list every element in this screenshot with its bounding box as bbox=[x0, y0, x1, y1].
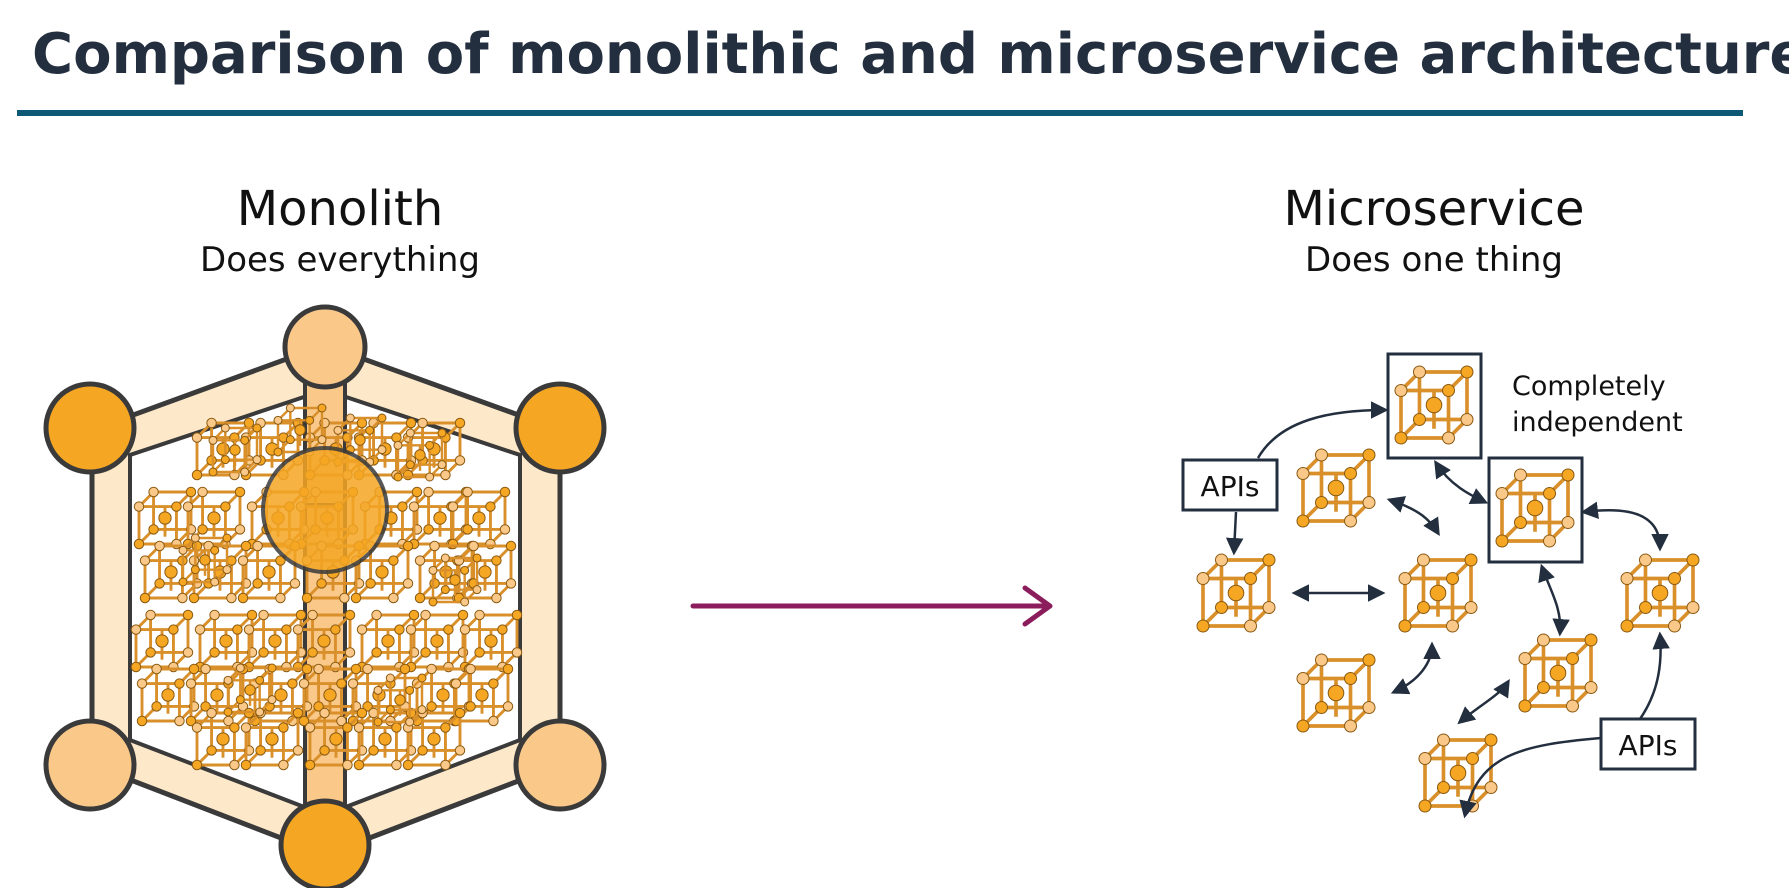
monolith-heading-block: Monolith Does everything bbox=[140, 180, 540, 282]
microservice-heading: Microservice bbox=[1283, 181, 1585, 237]
api-box-top: APIs bbox=[1181, 458, 1279, 512]
connector-arrow bbox=[1457, 679, 1510, 725]
monolith-corner-nodes bbox=[43, 304, 607, 888]
connector-arrow bbox=[1256, 401, 1389, 459]
monolith-subheading: Does everything bbox=[200, 240, 480, 280]
microservice-subheading: Does one thing bbox=[1305, 240, 1563, 280]
microservice-cube bbox=[1495, 468, 1575, 548]
microservice-heading-block: Microservice Does one thing bbox=[1234, 180, 1634, 282]
monolith-lattice-cube bbox=[428, 553, 482, 607]
monolith-corner-node bbox=[43, 381, 137, 475]
microservice-cube bbox=[1620, 553, 1700, 633]
microservice-illustration: APIs APIs Completely independent bbox=[1181, 352, 1700, 819]
monolith-corner-node bbox=[513, 381, 607, 475]
microservice-cube bbox=[1394, 365, 1474, 445]
monolith-lattice bbox=[130, 403, 523, 771]
monolith-lattice-cube bbox=[373, 673, 427, 727]
connector-arrow bbox=[1538, 563, 1570, 637]
api-box-bottom: APIs bbox=[1599, 717, 1697, 771]
connector-arrow bbox=[1390, 641, 1441, 695]
independence-note-line2: independent bbox=[1512, 407, 1683, 438]
monolith-lattice-cube bbox=[223, 663, 277, 717]
monolith-corner-node bbox=[513, 718, 607, 812]
microservice-cube bbox=[1398, 553, 1478, 633]
monolith-illustration bbox=[43, 304, 607, 888]
connector-arrow bbox=[1386, 496, 1440, 536]
microservice-cube bbox=[1518, 633, 1598, 713]
microservice-cubes bbox=[1196, 365, 1700, 813]
monolith-lattice-cube bbox=[208, 423, 262, 477]
monolith-core-node bbox=[261, 446, 389, 574]
microservice-cube bbox=[1296, 448, 1376, 528]
monolith-lattice-cube bbox=[447, 486, 511, 550]
monolith-lattice-cube bbox=[194, 609, 258, 673]
independence-note-line1: Completely bbox=[1512, 371, 1666, 402]
connector-arrow bbox=[1580, 501, 1669, 552]
microservice-cube bbox=[1296, 653, 1376, 733]
connector-arrow bbox=[1225, 511, 1244, 556]
monolith-lattice-cube bbox=[298, 663, 362, 727]
connector-arrow bbox=[1434, 460, 1489, 505]
monolith-lattice-cube bbox=[350, 540, 414, 604]
monolith-lattice-cube bbox=[130, 609, 194, 673]
monolith-heading: Monolith bbox=[236, 181, 444, 237]
api-label-bottom: APIs bbox=[1619, 729, 1678, 762]
slide-title: Comparison of monolithic and microservic… bbox=[32, 22, 1789, 87]
title-divider bbox=[17, 110, 1743, 116]
transition-arrow bbox=[690, 585, 1053, 627]
monolith-corner-node bbox=[278, 798, 372, 888]
connector-arrows bbox=[1225, 401, 1670, 819]
connector-arrow bbox=[1638, 631, 1670, 720]
api-label-top: APIs bbox=[1201, 470, 1260, 503]
monolith-lattice-cube bbox=[178, 533, 232, 587]
microservice-cube bbox=[1196, 553, 1276, 633]
monolith-lattice-cube bbox=[393, 428, 447, 482]
connector-arrow bbox=[1459, 736, 1602, 819]
monolith-corner-node bbox=[282, 304, 368, 390]
monolith-lattice-cube bbox=[304, 707, 368, 771]
monolith-corner-node bbox=[43, 718, 137, 812]
